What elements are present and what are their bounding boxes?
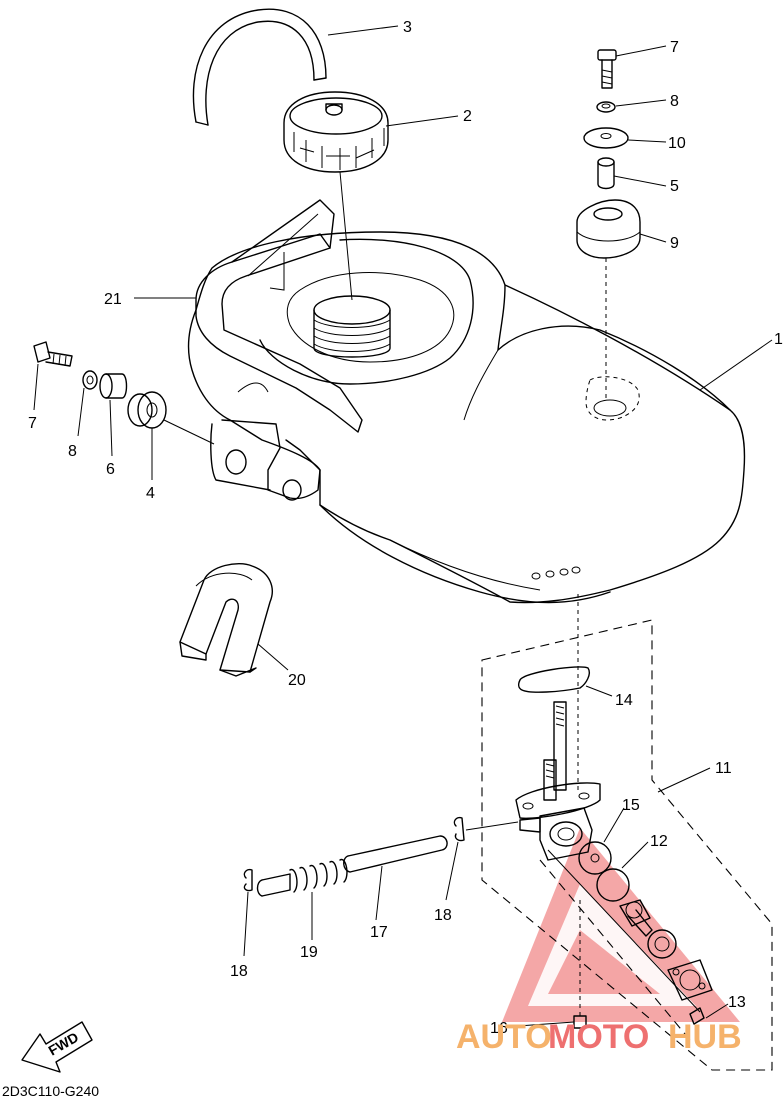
leader-lines: [33, 25, 773, 1027]
label-part-21: 21: [104, 291, 122, 308]
label-part-20: 20: [288, 672, 306, 689]
label-part-4: 4: [146, 485, 155, 502]
mount-bolt-stack-left: [33, 341, 215, 445]
tank-protector-part: [179, 562, 273, 677]
label-part-9: 9: [670, 235, 679, 252]
o-ring-part: [517, 666, 590, 693]
label-part-8-left: 8: [68, 443, 77, 460]
label-part-16: 16: [490, 1020, 508, 1037]
label-part-7-left: 7: [28, 415, 37, 432]
label-part-11: 11: [715, 760, 732, 777]
vent-hose-part: [192, 8, 327, 126]
fuel-cap-part: [283, 91, 389, 301]
label-part-19: 19: [300, 944, 318, 961]
label-part-10: 10: [668, 135, 686, 152]
watermark-text-moto: MOTO: [548, 1018, 649, 1056]
watermark-text-auto: AUTO: [456, 1018, 552, 1056]
label-part-1: 1: [774, 331, 783, 348]
label-part-8-right: 8: [670, 93, 679, 110]
part-number-labels: 3 2 7 8 10 5 9 1 21 7 8 6 4 20 14 11 15 …: [28, 19, 783, 1037]
fuel-cock-part: [515, 701, 713, 1041]
label-part-5: 5: [670, 178, 679, 195]
label-part-18-right: 18: [434, 907, 452, 924]
label-part-15: 15: [622, 797, 640, 814]
fuel-line-part: [243, 816, 519, 897]
watermark-text-hub: HUB: [668, 1018, 742, 1056]
fuel-tank-body-part: [187, 199, 746, 604]
label-part-17: 17: [370, 924, 388, 941]
watermark-logo: [502, 828, 740, 1022]
label-part-6: 6: [106, 461, 115, 478]
label-part-3: 3: [403, 19, 412, 36]
label-part-12: 12: [650, 833, 668, 850]
diagram-code: 2D3C110-G240: [2, 1083, 99, 1099]
watermark-text: AUTO MOTO HUB: [456, 1018, 742, 1056]
label-part-14: 14: [615, 692, 633, 709]
mount-bolt-stack-right: [576, 49, 641, 400]
label-part-7-right: 7: [670, 39, 679, 56]
label-part-18-left: 18: [230, 963, 248, 980]
label-part-13: 13: [728, 994, 746, 1011]
fwd-arrow-icon: FWD: [21, 1021, 93, 1073]
fuel-cock-assembly-box: [481, 594, 773, 1071]
label-part-2: 2: [463, 108, 472, 125]
